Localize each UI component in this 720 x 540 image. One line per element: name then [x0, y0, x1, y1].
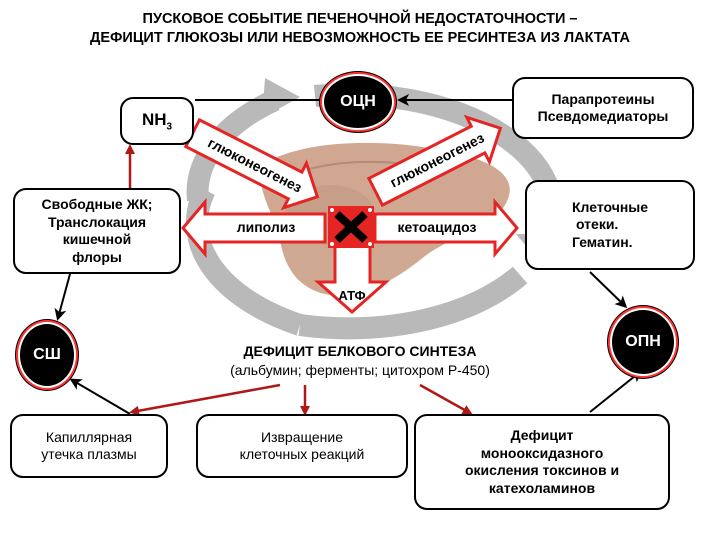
deficit-mono-box: Дефицит монооксидазного окисления токсин… [414, 414, 670, 510]
ketoacidosis-label: кетоацидоз [397, 219, 477, 235]
perversion-box: Извращение клеточных реакций [196, 414, 408, 478]
capillary-line-2: утечка плазмы [41, 446, 137, 462]
ssh-node: СШ [18, 322, 76, 388]
cell-edema-box: Клеточные отеки. Гематин. [525, 180, 695, 270]
perversion-line-2: клеточных реакций [239, 446, 365, 462]
ketoacidosis-arrow [373, 197, 519, 259]
free-fa-line-4: флоры [72, 248, 122, 265]
deficit-opn-arrow [589, 370, 643, 413]
title-line-1: ПУСКОВОЕ СОБЫТИЕ ПЕЧЕНОЧНОЙ НЕДОСТАТОЧНО… [142, 11, 578, 27]
protein-deficit-examples: (альбумин; ферменты; цитохром Р-450) [230, 362, 490, 378]
opn-node: ОПН [610, 308, 676, 376]
paraproteins-line-2: Псевдомедиаторы [537, 108, 669, 124]
gluconeogenesis-left-arrow [183, 117, 320, 211]
lipolysis-label: липолиз [236, 219, 296, 235]
gluconeogenesis-right-arrow [366, 114, 503, 208]
deficit-mono-line-4: катехоламинов [488, 479, 596, 496]
paraproteins-box: Парапротеины Псевдомедиаторы [512, 77, 694, 139]
block-cross-icon [328, 206, 374, 248]
edema-opn-arrow [589, 271, 628, 309]
protein-deficit-arrow [419, 383, 473, 415]
free-fa-line-2: Транслокация [47, 213, 147, 230]
ssh-label: СШ [33, 346, 61, 363]
nh3-subscript: 3 [166, 120, 173, 132]
nh3-label: NH [141, 109, 167, 129]
title-line-2: ДЕФИЦИТ ГЛЮКОЗЫ ИЛИ НЕВОЗМОЖНОСТЬ ЕЕ РЕС… [90, 30, 630, 46]
perversion-line-1: Извращение [261, 428, 343, 445]
cell-edema-line-1: Клеточные [571, 198, 649, 215]
freefa-ssh-arrow [54, 273, 71, 321]
cell-edema-line-3: Гематин. [571, 233, 633, 250]
ocn-label: ОЦН [340, 93, 376, 110]
deficit-mono-line-1: Дефицит [510, 427, 574, 443]
deficit-mono-line-3: окисления токсинов и [464, 462, 620, 478]
deficit-mono-line-2: монооксидазного [480, 444, 604, 461]
paraproteins-line-1: Парапротеины [551, 90, 655, 107]
atp-label: АТФ [338, 288, 366, 303]
free-fa-line-3: кишечной [62, 231, 132, 247]
capillary-box: Капиллярная утечка плазмы [10, 414, 168, 478]
nh3-box: NH3 [120, 97, 194, 145]
cell-edema-line-2: отеки. [575, 216, 619, 233]
ocn-node: ОЦН [322, 74, 394, 130]
free-fa-box: Свободные ЖК; Транслокация кишечной флор… [13, 188, 181, 274]
free-fa-line-1: Свободные ЖК; [41, 196, 153, 212]
protein-capillary-arrow [129, 383, 281, 416]
lipolysis-arrow [181, 197, 327, 259]
opn-label: ОПН [625, 333, 661, 350]
capillary-line-1: Капиллярная [45, 428, 133, 445]
capillary-ssh-arrow [69, 378, 131, 415]
atp-arrow [314, 243, 390, 315]
protein-deficit-heading: ДЕФИЦИТ БЕЛКОВОГО СИНТЕЗА [243, 343, 477, 359]
